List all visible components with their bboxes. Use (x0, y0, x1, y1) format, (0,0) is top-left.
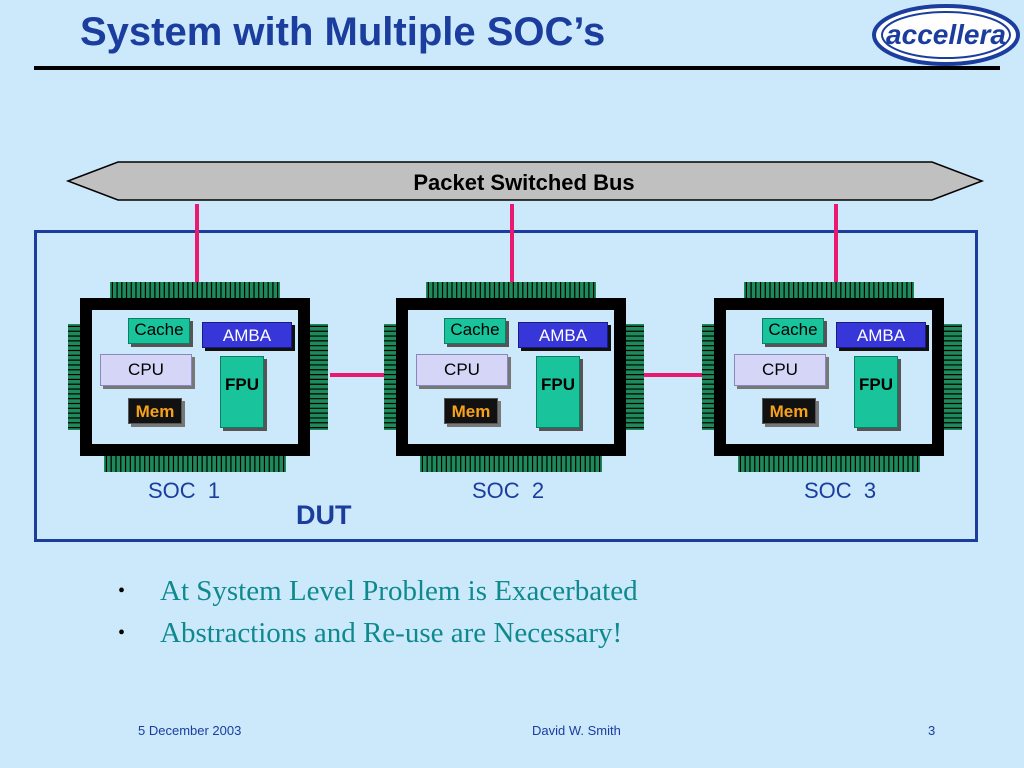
logo-text: accellera (886, 19, 1006, 50)
chip-pins-top (744, 282, 914, 298)
soc3-fpu-box: FPU (854, 356, 898, 428)
soc-label-1: SOC 1 (148, 478, 221, 503)
link-soc2-soc3 (644, 373, 714, 377)
soc1-cache-box: Cache (128, 318, 190, 344)
bus-link-soc3 (834, 204, 838, 282)
soc2-fpu-box: FPU (536, 356, 580, 428)
soc2-amba-box: AMBA (518, 322, 608, 348)
chip-pins-top (110, 282, 280, 298)
soc2-mem-box: Mem (444, 398, 498, 424)
chip-pins-left (384, 324, 396, 430)
soc2-cache-box: Cache (444, 318, 506, 344)
soc2-cpu-box: CPU (416, 354, 508, 386)
bus-link-soc2 (510, 204, 514, 282)
chip-pins-right (626, 324, 644, 430)
chip-pins-bottom (420, 456, 602, 472)
accellera-logo: accellera (872, 4, 1020, 66)
chip-pins-top (426, 282, 596, 298)
bullet-item: •At System Level Problem is Exacerbated (118, 572, 638, 614)
link-soc1-soc2 (330, 373, 392, 377)
chip-pins-right (944, 324, 962, 430)
title-rule (34, 66, 1000, 70)
dut-label: DUT (296, 500, 352, 530)
chip-pins-left (702, 324, 714, 430)
soc1-amba-box: AMBA (202, 322, 292, 348)
bullet-item: •Abstractions and Re-use are Necessary! (118, 614, 638, 656)
soc1-cpu-box: CPU (100, 354, 192, 386)
soc1-fpu-box: FPU (220, 356, 264, 428)
soc3-mem-box: Mem (762, 398, 816, 424)
chip-pins-bottom (104, 456, 286, 472)
footer-date: 5 December 2003 (138, 723, 242, 738)
packet-switched-bus (65, 161, 985, 201)
soc-label-3: SOC 3 (804, 478, 877, 503)
footer-author: David W. Smith (532, 723, 621, 738)
soc3-cache-box: Cache (762, 318, 824, 344)
bullet-dot-icon: • (118, 622, 126, 644)
bus-link-soc1 (195, 204, 199, 282)
soc-label-2: SOC 2 (472, 478, 545, 503)
bus-label: Packet Switched Bus (413, 170, 635, 195)
bullet-dot-icon: • (118, 580, 126, 602)
dut-box (34, 230, 978, 542)
bullet-list: •At System Level Problem is Exacerbated … (118, 572, 638, 656)
soc3-cpu-box: CPU (734, 354, 826, 386)
soc1-mem-box: Mem (128, 398, 182, 424)
chip-pins-bottom (738, 456, 920, 472)
soc3-amba-box: AMBA (836, 322, 926, 348)
chip-pins-left (68, 324, 80, 430)
chip-pins-right (310, 324, 328, 430)
footer-page: 3 (928, 723, 936, 738)
slide-title: System with Multiple SOC’s (80, 10, 606, 54)
